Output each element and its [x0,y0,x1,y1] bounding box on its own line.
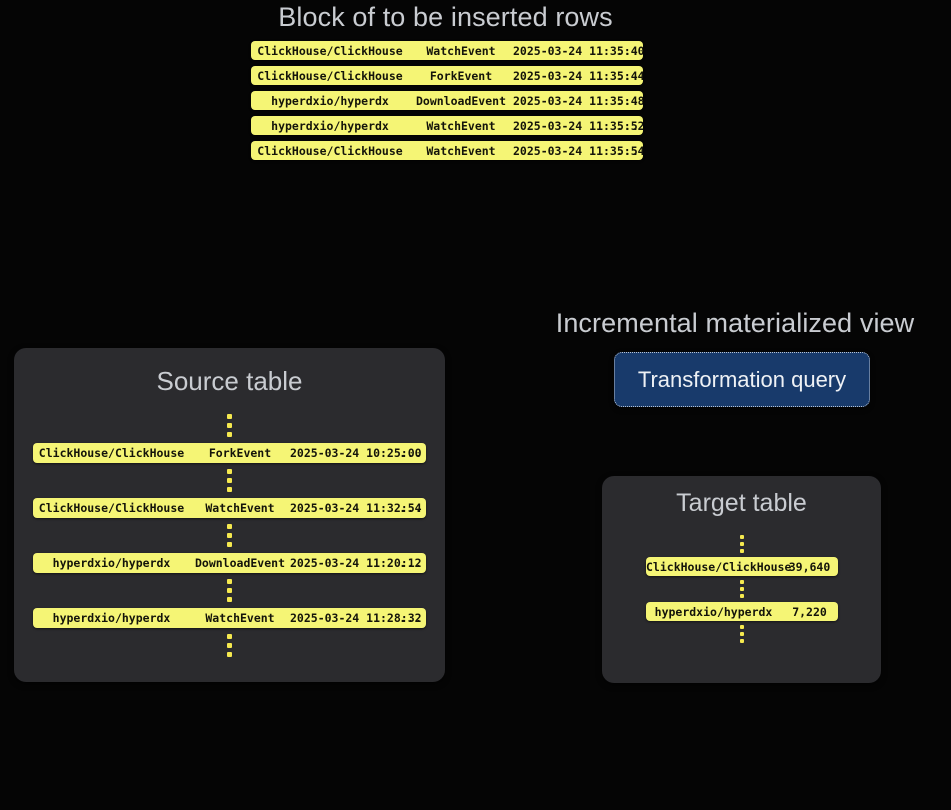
row-more: ... [399,446,423,460]
block-heading: Block of to be inserted rows [278,2,613,32]
row-repo: hyperdxio/hyperdx [271,118,389,133]
row-more: ... [399,501,423,515]
row-timestamp: 2025-03-24 11:35:48 [513,93,643,108]
ellipsis-dots [227,524,232,547]
row-repo: hyperdxio/hyperdx [52,611,171,625]
table-row: hyperdxio/hyperdx DownloadEvent 2025-03-… [33,553,426,573]
row-more: ... [399,556,423,570]
row-timestamp: 2025-03-24 10:25:00 [290,446,422,460]
table-row: ClickHouse/ClickHouse WatchEvent 2025-03… [251,141,643,160]
row-more: ... [616,118,640,133]
row-timestamp: 2025-03-24 11:35:54 [513,143,643,158]
row-event: WatchEvent [426,43,496,58]
target-table-title: Target table [676,489,807,517]
table-row: hyperdxio/hyperdx WatchEvent 2025-03-24 … [251,116,643,135]
row-more: ... [616,143,640,158]
ellipsis-dots [227,414,232,437]
row-event: ForkEvent [208,446,272,460]
row-timestamp: 2025-03-24 11:35:52 [513,118,643,133]
row-more: ... [616,43,640,58]
table-row: ClickHouse/ClickHouse 39,640 [646,557,838,576]
target-table-panel: Target table ClickHouse/ClickHouse 39,64… [602,476,881,683]
row-repo: ClickHouse/ClickHouse [257,143,403,158]
ellipsis-dots [227,579,232,602]
row-event: WatchEvent [205,501,275,515]
ellipsis-dots [740,625,744,643]
target-table-rows: ClickHouse/ClickHouse 39,640 hyperdxio/h… [646,531,838,647]
transformation-query-box[interactable]: Transformation query [614,352,870,407]
row-event: WatchEvent [426,143,496,158]
materialized-view-heading: Incremental materialized view [555,308,915,338]
row-event: ForkEvent [429,68,493,83]
source-table-rows: ClickHouse/ClickHouse ForkEvent 2025-03-… [33,408,426,663]
table-row: ClickHouse/ClickHouse WatchEvent 2025-03… [33,498,426,518]
ellipsis-dots [740,580,744,598]
row-count: 7,220 [792,604,827,619]
row-event: WatchEvent [205,611,275,625]
row-repo: ClickHouse/ClickHouse [257,68,403,83]
row-timestamp: 2025-03-24 11:32:54 [290,501,422,515]
row-count: 39,640 [788,559,831,574]
insert-block-rows: ClickHouse/ClickHouse WatchEvent 2025-03… [251,41,643,160]
row-repo: ClickHouse/ClickHouse [646,559,792,574]
table-row: hyperdxio/hyperdx DownloadEvent 2025-03-… [251,91,643,110]
ellipsis-dots [740,535,744,553]
row-timestamp: 2025-03-24 11:20:12 [290,556,422,570]
row-timestamp: 2025-03-24 11:28:32 [290,611,422,625]
ellipsis-dots [227,469,232,492]
row-repo: hyperdxio/hyperdx [654,604,773,619]
row-timestamp: 2025-03-24 11:35:44 [513,68,643,83]
row-repo: hyperdxio/hyperdx [52,556,171,570]
table-row: ClickHouse/ClickHouse ForkEvent 2025-03-… [33,443,426,463]
row-more: ... [399,611,423,625]
table-row: ClickHouse/ClickHouse WatchEvent 2025-03… [251,41,643,60]
row-repo: ClickHouse/ClickHouse [38,446,185,460]
row-more: ... [616,68,640,83]
row-more: ... [616,93,640,108]
transformation-query-label: Transformation query [637,366,847,392]
row-event: DownloadEvent [194,556,285,570]
table-row: hyperdxio/hyperdx 7,220 [646,602,838,621]
source-table-panel: Source table ClickHouse/ClickHouse ForkE… [14,348,445,682]
row-event: DownloadEvent [415,93,506,108]
row-timestamp: 2025-03-24 11:35:40 [513,43,643,58]
row-event: WatchEvent [426,118,496,133]
row-repo: hyperdxio/hyperdx [271,93,389,108]
source-table-title: Source table [156,366,303,396]
table-row: hyperdxio/hyperdx WatchEvent 2025-03-24 … [33,608,426,628]
ellipsis-dots [227,634,232,657]
table-row: ClickHouse/ClickHouse ForkEvent 2025-03-… [251,66,643,85]
row-repo: ClickHouse/ClickHouse [257,43,403,58]
row-repo: ClickHouse/ClickHouse [38,501,185,515]
